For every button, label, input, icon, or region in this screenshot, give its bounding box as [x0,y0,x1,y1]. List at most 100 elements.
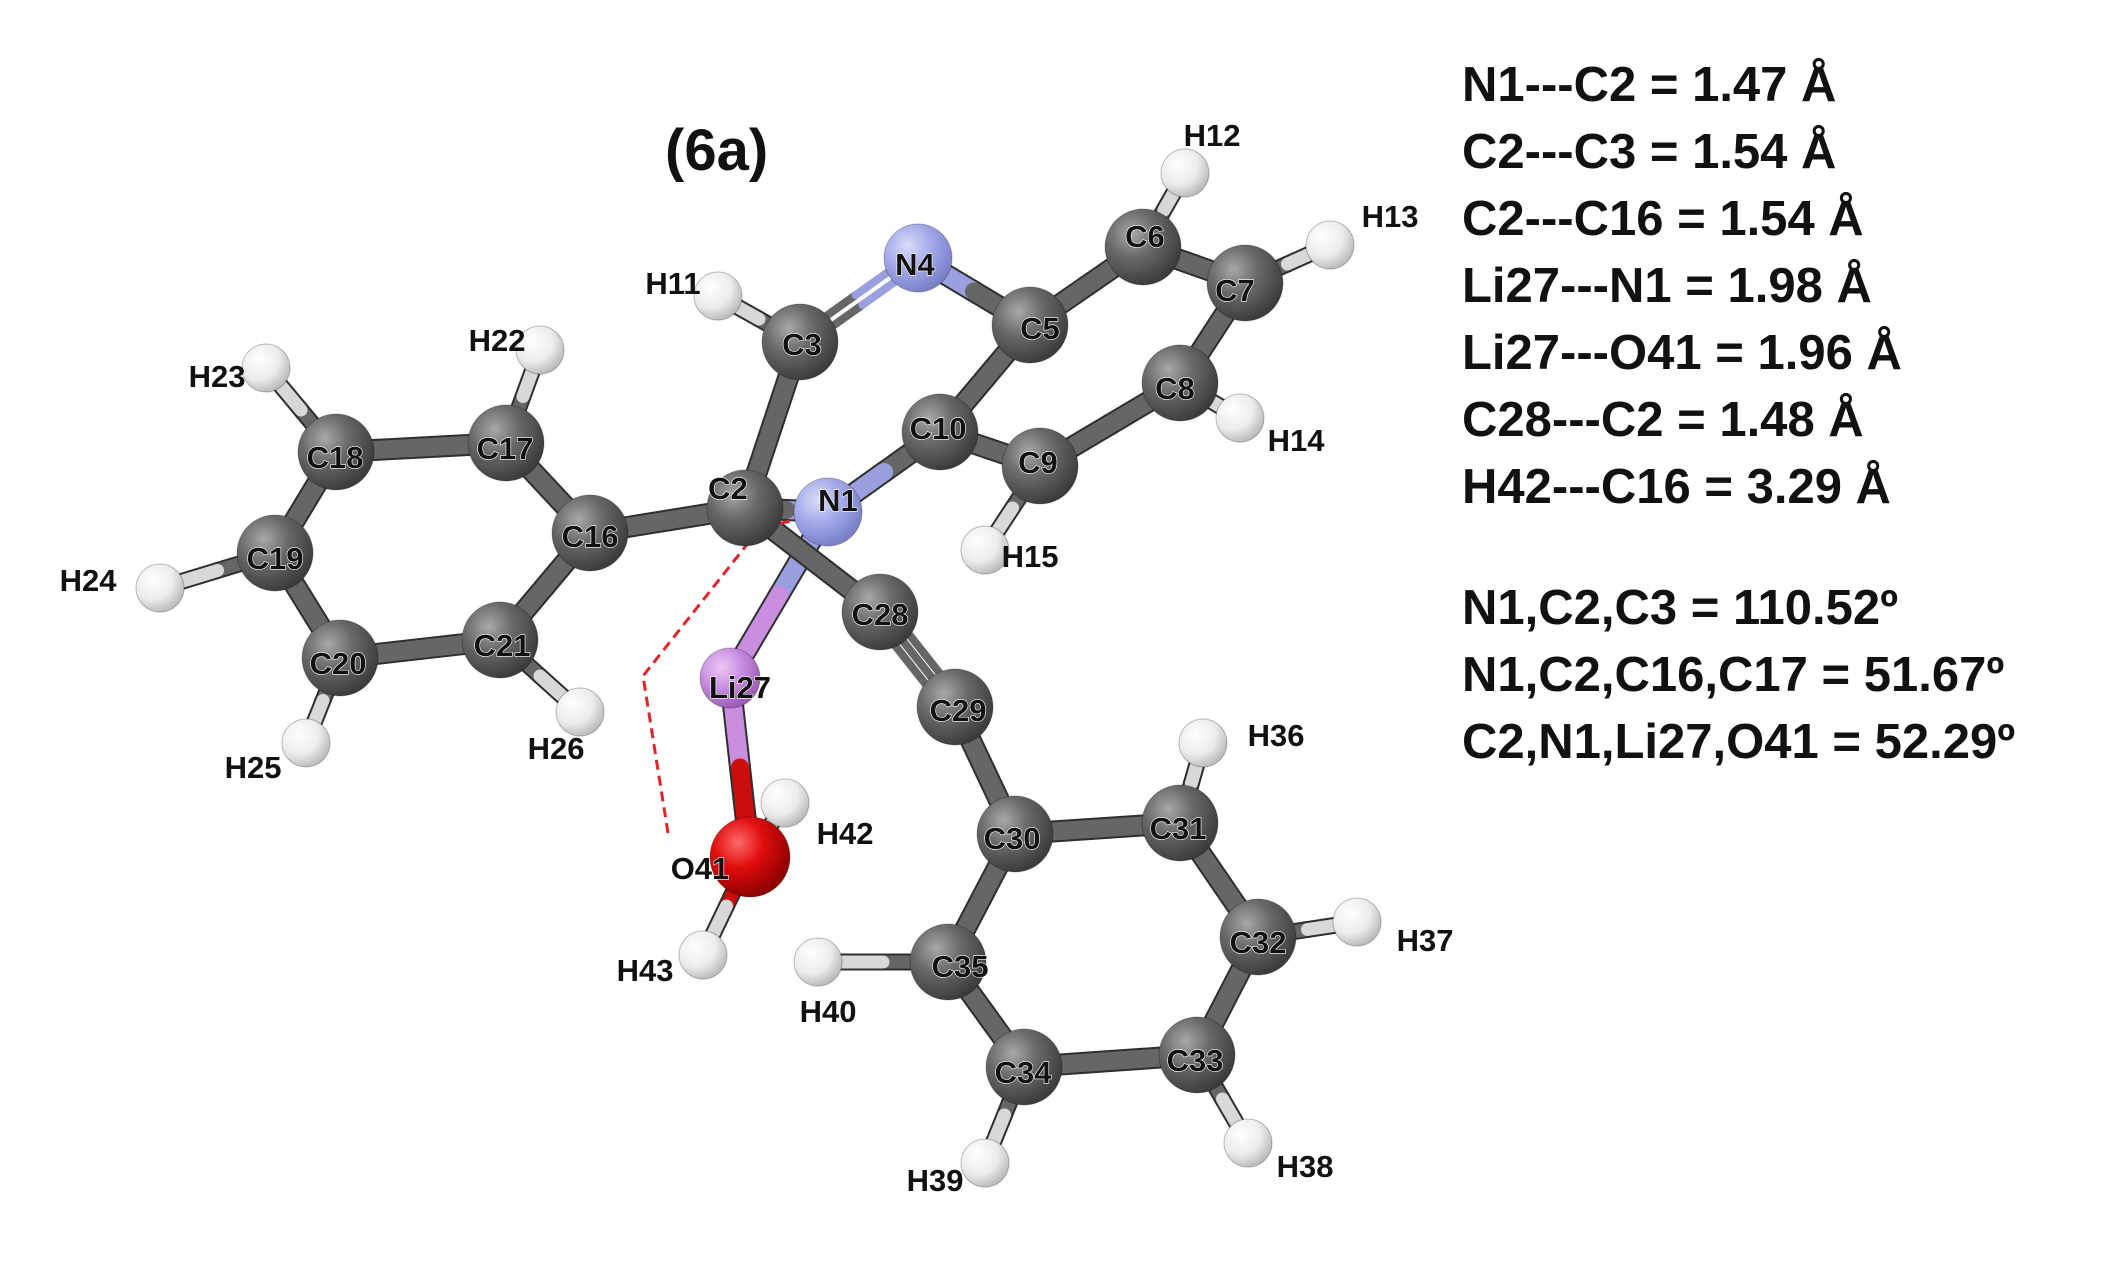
atom-label-h38: H38 [1277,1149,1334,1184]
atom-h11 [693,271,743,321]
atom-label-n1: N1 [818,483,858,518]
atom-label-h37: H37 [1397,923,1454,958]
atom-h39 [960,1138,1010,1188]
atom-h38 [1223,1118,1273,1168]
atom-c18 [297,413,375,491]
atom-h42 [760,778,810,828]
atom-label-c29: C29 [930,693,987,728]
bond-length-n1-c2: N1---C2 = 1.47 Å [1462,58,1837,112]
atom-layer [135,148,1382,1188]
atom-label-h43: H43 [617,953,674,988]
atom-label-h39: H39 [907,1163,964,1198]
figure-title: (6a) [665,118,768,183]
angle-list: N1,C2,C3 = 110.52º N1,C2,C16,C17 = 51.67… [1462,575,2102,776]
atom-h13 [1305,220,1355,270]
atom-label-c8: C8 [1155,371,1195,406]
atom-label-c5: C5 [1020,311,1060,346]
bond-length-li27-o41: Li27---O41 = 1.96 Å [1462,326,1902,380]
atom-h22 [515,325,565,375]
atom-label-c10: C10 [910,411,967,446]
atom-c29 [916,668,994,746]
atom-n4 [883,223,953,293]
atom-h15 [960,525,1010,575]
atom-h40 [793,937,843,987]
atom-h23 [241,343,291,393]
atom-c8 [1141,344,1219,422]
dihedral-c2-n1-li27-o41: C2,N1,Li27,O41 = 52.29º [1462,715,2016,769]
atom-label-h22: H22 [469,323,526,358]
atom-o41 [709,816,791,898]
atom-c3 [761,303,839,381]
atom-label-c32: C32 [1230,925,1287,960]
atom-c32 [1219,898,1297,976]
atom-label-h40: H40 [800,994,857,1029]
atom-c35 [909,923,987,1001]
atom-h43 [678,930,728,980]
atom-label-h14: H14 [1268,423,1326,458]
label-layer: N1C2C3N4C5C6C7C8C9C10H11H12H13H14H15C16C… [60,118,1454,1198]
atom-label-c31: C31 [1150,811,1207,846]
atom-h12 [1160,148,1210,198]
atom-c7 [1206,244,1284,322]
atom-c20 [301,619,379,697]
atom-label-h12: H12 [1184,118,1241,153]
atom-label-c19: C19 [247,541,304,576]
atom-c30 [976,795,1054,873]
atom-label-h25: H25 [225,750,282,785]
atom-c5 [991,286,1069,364]
bond-length-li27-n1: Li27---N1 = 1.98 Å [1462,259,1872,313]
atom-label-c2: C2 [708,471,748,506]
atom-label-c9: C9 [1018,445,1058,480]
atom-label-c3: C3 [782,327,822,362]
bond-length-c28-c2: C28---C2 = 1.48 Å [1462,393,1864,447]
atom-c9 [1001,427,1079,505]
atom-label-h13: H13 [1362,199,1419,234]
atom-label-h42: H42 [817,816,874,851]
atom-label-c20: C20 [310,646,367,681]
parameter-spacer [1462,521,2102,575]
atom-label-c17: C17 [477,431,534,466]
atom-c2 [706,469,784,547]
bond-length-c2-c3: C2---C3 = 1.54 Å [1462,125,1837,179]
angle-n1-c2-c3: N1,C2,C3 = 110.52º [1462,581,1899,635]
atom-label-c7: C7 [1215,273,1255,308]
atom-label-o41: O41 [671,851,730,886]
atom-c6 [1104,208,1182,286]
atom-h14 [1215,393,1265,443]
atom-label-h23: H23 [189,359,246,394]
atom-label-c30: C30 [984,821,1041,856]
atom-label-h15: H15 [1002,539,1059,574]
atom-c28 [841,573,919,651]
atom-c19 [236,514,314,592]
atom-c33 [1158,1016,1236,1094]
atom-label-h26: H26 [528,731,585,766]
atom-li27 [699,647,761,709]
atom-c10 [901,393,979,471]
bond-length-list: N1---C2 = 1.47 Å C2---C3 = 1.54 Å C2---C… [1462,52,2102,521]
atom-label-c16: C16 [562,519,619,554]
atom-c31 [1141,784,1219,862]
atom-label-c28: C28 [852,597,909,632]
atom-label-c34: C34 [995,1055,1053,1090]
atom-label-li27: Li27 [709,670,771,705]
atom-h26 [555,687,605,737]
atom-n1 [793,477,863,547]
atom-c17 [467,404,545,482]
atom-label-h24: H24 [60,563,118,598]
atom-h36 [1178,718,1228,768]
atom-c21 [461,601,539,679]
atom-h24 [135,563,185,613]
atom-label-c35: C35 [932,949,989,984]
atom-label-c6: C6 [1125,219,1165,254]
atom-h37 [1332,897,1382,947]
atom-label-c18: C18 [307,440,364,475]
atom-c16 [551,494,629,572]
atom-label-h36: H36 [1248,718,1305,753]
atom-c34 [985,1028,1063,1106]
bond-length-c2-c16: C2---C16 = 1.54 Å [1462,192,1864,246]
dihedral-n1-c2-c16-c17: N1,C2,C16,C17 = 51.67º [1462,648,2005,702]
geometry-parameters-panel: N1---C2 = 1.47 Å C2---C3 = 1.54 Å C2---C… [1462,52,2102,776]
atom-label-n4: N4 [895,247,935,282]
atom-label-c21: C21 [474,628,531,663]
